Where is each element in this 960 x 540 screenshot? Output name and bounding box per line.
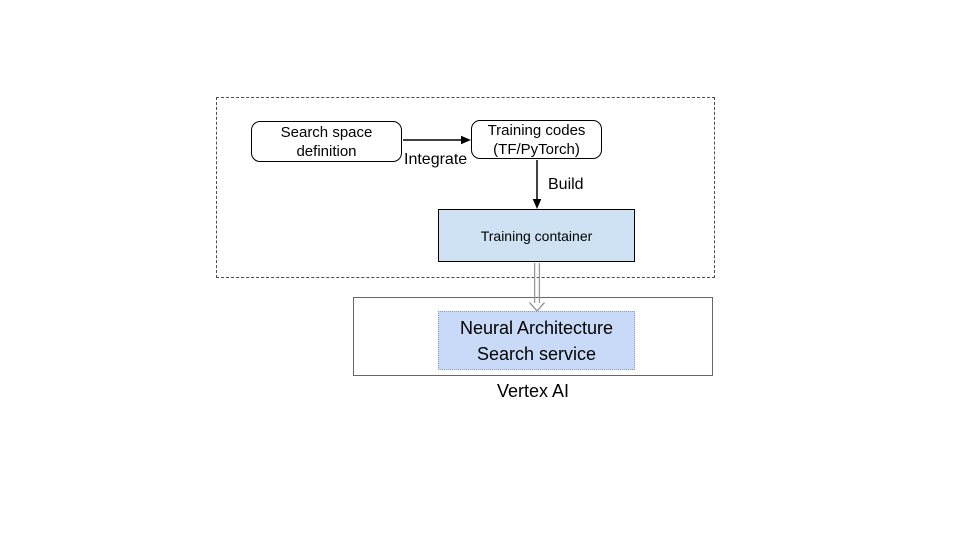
node-label-line: Neural Architecture bbox=[459, 317, 614, 338]
node-nas-service: Neural Architecture Search service bbox=[438, 311, 635, 370]
build-arrow-label: Build bbox=[548, 176, 584, 193]
node-label-line: Search space bbox=[280, 123, 373, 141]
node-label-line: definition bbox=[296, 142, 357, 160]
node-label-line: (TF/PyTorch) bbox=[493, 140, 580, 158]
node-training-codes: Training codes (TF/PyTorch) bbox=[471, 120, 602, 159]
node-training-container: Training container bbox=[438, 209, 635, 262]
vertex-ai-caption: Vertex AI bbox=[496, 381, 570, 401]
node-label-line: Search service bbox=[476, 343, 597, 364]
dashed-group-outline bbox=[216, 97, 715, 278]
node-label: Training container bbox=[480, 227, 593, 244]
node-search-space-definition: Search space definition bbox=[251, 121, 402, 162]
node-label-line: Training codes bbox=[487, 121, 586, 139]
integrate-arrow-label: Integrate bbox=[404, 151, 468, 168]
